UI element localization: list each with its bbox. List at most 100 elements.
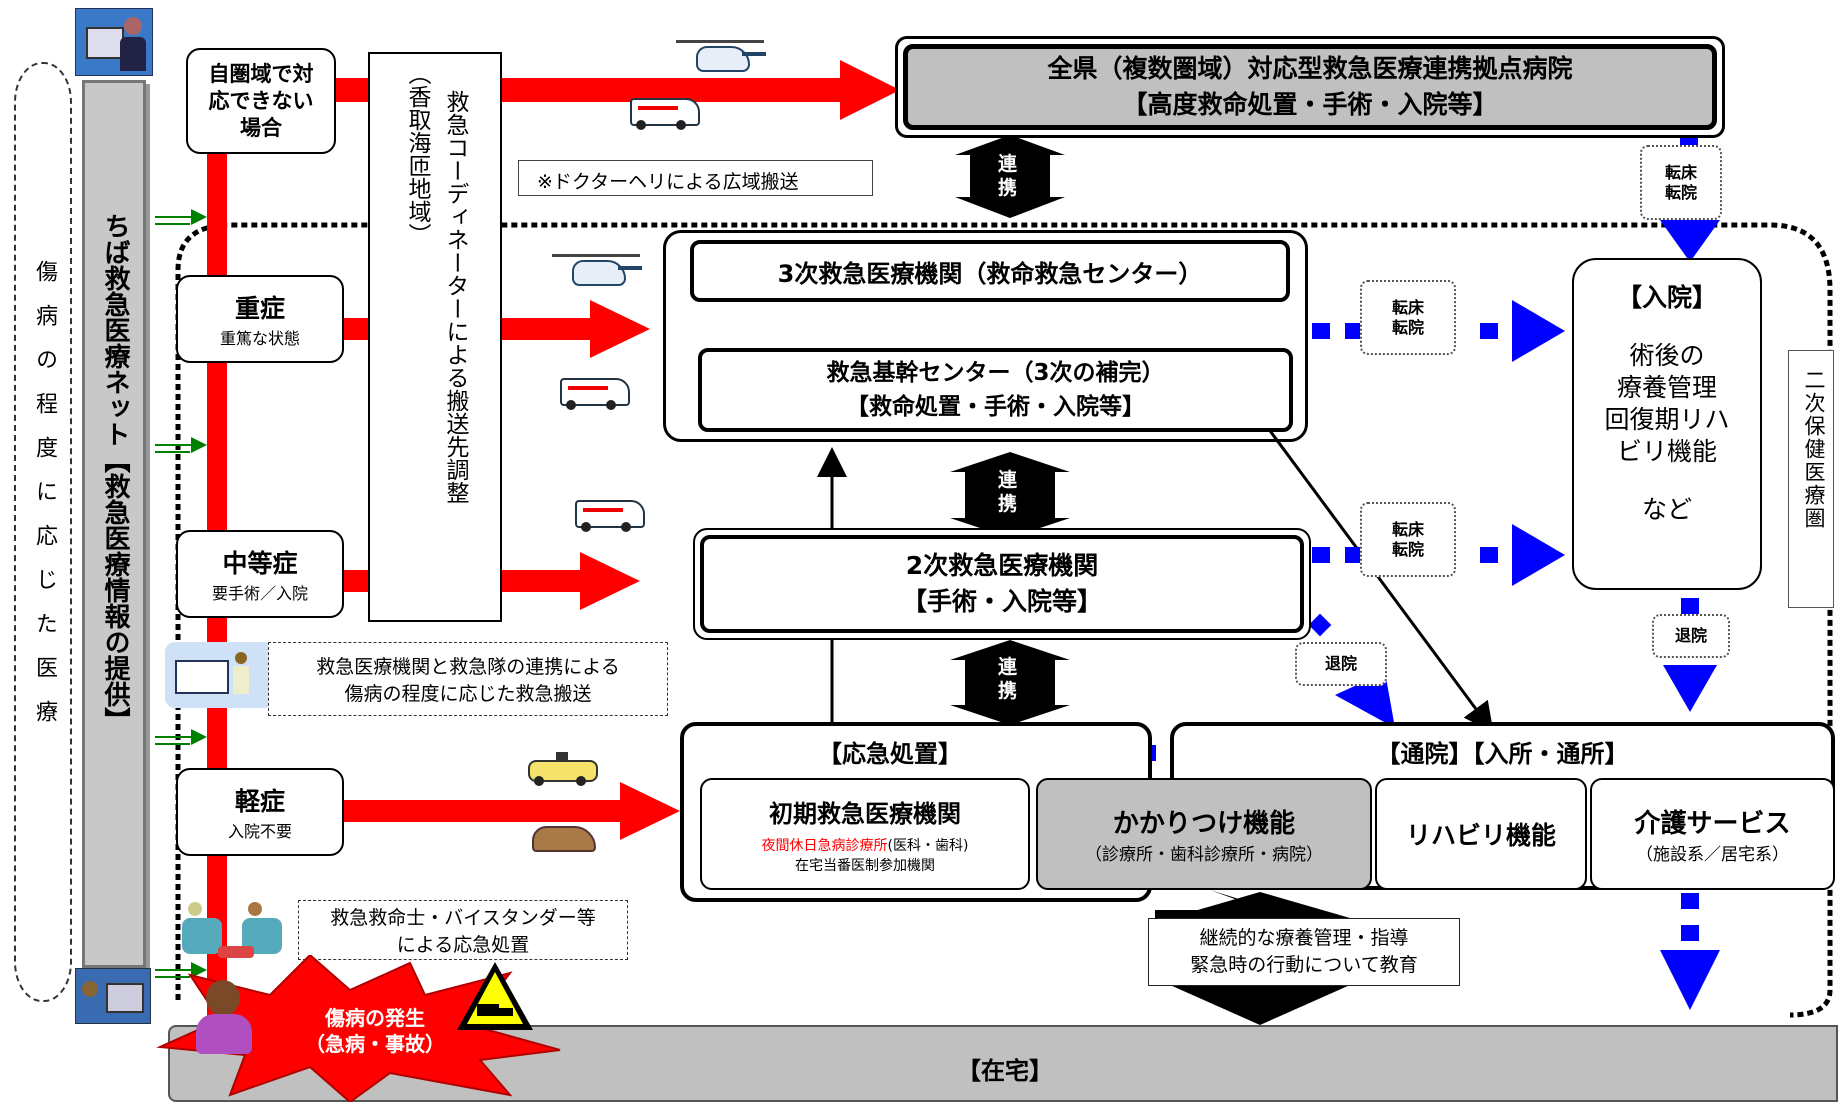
tertiary-title: 3次救急医療機関（救命救急センター） xyxy=(777,259,1203,288)
primary-header: 【応急処置】 xyxy=(818,740,962,768)
transfer-label-top: 転床 転院 xyxy=(1640,145,1722,220)
inpatient-header: 【入院】 xyxy=(1616,283,1717,312)
home-label: 【在宅】 xyxy=(957,1057,1053,1085)
transfer-line: 転床 xyxy=(1664,162,1697,182)
outpatient-header: 【通院】【入所・通所】 xyxy=(1376,740,1629,768)
rehab-box: リハビリ機能 xyxy=(1375,778,1587,890)
severity-title: 軽症 xyxy=(234,787,285,816)
discharge-label: 退院 xyxy=(1295,642,1387,686)
tertiary-group xyxy=(663,230,1308,442)
coordinator-box: 救急コーディネーターによる搬送先調整 （香取海匝地域） xyxy=(368,52,502,622)
severity-title: 中等症 xyxy=(222,549,298,578)
renkei-arrow-low xyxy=(950,640,1070,725)
severity-sub: 要手術／入院 xyxy=(211,584,308,603)
core-center-box: 救急基幹センター（3次の補完） 【救命処置・手術・入院等】 xyxy=(698,348,1293,432)
helicopter-icon xyxy=(672,36,768,74)
blue-arrow-down-1 xyxy=(1660,220,1720,262)
first-aid-icon xyxy=(178,898,298,964)
transfer-line: 転床 xyxy=(1391,519,1424,539)
ambulance-icon xyxy=(575,492,647,532)
inpatient-line: ビリ機能 xyxy=(1616,437,1717,466)
note-line: 救急救命士・バイスタンダー等 xyxy=(330,907,596,929)
primary-sub-red-suffix: (医科・歯科) xyxy=(887,837,969,854)
education-note: 継続的な療養管理・指導 緊急時の行動について教育 xyxy=(1148,918,1460,986)
onset-burst xyxy=(156,955,561,1102)
top-hospital-line2: 【高度救命処置・手術・入院等】 xyxy=(1122,90,1498,119)
renkei-label: 連携 xyxy=(998,469,1018,515)
blue-arrow-right-2 xyxy=(1512,524,1565,586)
area-boundary xyxy=(175,222,1833,1018)
severity-box-moderate: 中等症 要手術／入院 xyxy=(176,530,344,618)
primary-box: 初期救急医療機関 夜間休日急病診療所(医科・歯科) 在宅当番医制参加機関 xyxy=(700,778,1030,890)
pc-user-icon-bottom xyxy=(75,968,151,1024)
onset-text: 傷病の発生 （急病・事故） xyxy=(290,1005,460,1057)
inpatient-line: 療養管理 xyxy=(1616,373,1717,402)
red-arrow-top xyxy=(840,60,900,120)
blue-arrow-down-3 xyxy=(1660,950,1720,1010)
severity-title: 自圏域で対応できない場合 xyxy=(208,61,314,140)
secondary-line1: 2次救急医療機関 xyxy=(905,551,1099,580)
primary-sub2: 在宅当番医制参加機関 xyxy=(795,857,935,874)
renkei-label: 連携 xyxy=(998,656,1018,702)
left-axis xyxy=(14,62,72,1002)
transfer-line: 転床 xyxy=(1391,297,1424,317)
transfer-line: 転院 xyxy=(1664,182,1697,202)
primary-sub-red: 夜間休日急病診療所 xyxy=(761,837,888,854)
core-center-line2: 【救命処置・手術・入院等】 xyxy=(846,394,1145,420)
kakari-title: かかりつけ機能 xyxy=(1112,809,1296,839)
care-box: 介護サービス （施設系／居宅系） xyxy=(1590,778,1835,890)
secondary-box: 2次救急医療機関 【手術・入院等】 xyxy=(700,535,1304,633)
kakari-box: かかりつけ機能 （診療所・歯科診療所・病院） xyxy=(1036,778,1372,890)
note-firstaid: 救急救命士・バイスタンダー等 による応急処置 xyxy=(298,900,628,960)
severity-box-mild: 軽症 入院不要 xyxy=(176,768,344,856)
education-line: 継続的な療養管理・指導 xyxy=(1199,927,1409,949)
heli-note: ※ドクターヘリによる広域搬送 xyxy=(518,160,873,196)
blue-arrow-discharge-1 xyxy=(1335,672,1395,728)
taxi-icon xyxy=(528,752,598,786)
red-arrow-mild xyxy=(620,782,680,840)
note-line: 傷病の程度に応じた救急搬送 xyxy=(344,683,592,705)
inpatient-etc: など xyxy=(1641,495,1692,524)
info-column-label: ちば救急医療ネット【救急医療情報の提供】 xyxy=(100,213,130,733)
primary-title: 初期救急医療機関 xyxy=(769,799,961,828)
onset-line2: （急病・事故） xyxy=(305,1032,445,1056)
severity-sub: 重篤な状態 xyxy=(219,329,300,348)
note-transport: 救急医療機関と救急隊の連携による 傷病の程度に応じた救急搬送 xyxy=(268,642,668,716)
rescue-team-icon xyxy=(165,642,275,708)
note-line: による応急処置 xyxy=(396,934,530,956)
discharge-label: 退院 xyxy=(1652,614,1730,658)
blue-arrow-down-2 xyxy=(1663,665,1717,712)
renkei-label: 連携 xyxy=(998,153,1018,199)
severity-sub: 入院不要 xyxy=(227,822,292,841)
top-hospital: 全県（複数圏域）対応型救急医療連携拠点病院 【高度救命処置・手術・入院等】 xyxy=(895,36,1725,138)
tertiary-box: 3次救急医療機関（救命救急センター） xyxy=(690,240,1290,302)
pc-user-icon-top xyxy=(75,8,153,76)
coordinator-label: 救急コーディネーターによる搬送先調整 xyxy=(442,90,468,504)
blue-arrow-right-1 xyxy=(1512,300,1565,362)
onset-line1: 傷病の発生 xyxy=(325,1006,425,1030)
care-title: 介護サービス xyxy=(1634,809,1791,839)
transfer-label-secondary: 転床 転院 xyxy=(1360,502,1456,577)
kakari-sub: （診療所・歯科診療所・病院） xyxy=(1085,845,1323,865)
severity-title: 重症 xyxy=(234,294,285,323)
rehab-title: リハビリ機能 xyxy=(1405,821,1556,850)
inpatient-line: 術後の xyxy=(1629,341,1705,370)
patient-icon xyxy=(190,980,260,1060)
secondary-area-label: 二次保健医療圏 xyxy=(1802,369,1826,530)
shoe-icon xyxy=(532,826,596,852)
helicopter-icon xyxy=(548,250,644,288)
core-center-line1: 救急基幹センター（3次の補完） xyxy=(826,360,1165,386)
secondary-line2: 【手術・入院等】 xyxy=(901,587,1102,616)
warning-sign-icon xyxy=(457,962,533,1030)
renkei-arrow-mid xyxy=(950,452,1070,538)
note-line: 救急医療機関と救急隊の連携による xyxy=(316,656,620,678)
transfer-line: 転院 xyxy=(1391,539,1424,559)
secondary-area-box: 二次保健医療圏 xyxy=(1788,350,1834,608)
severity-box-out-of-area: 自圏域で対応できない場合 xyxy=(186,48,336,154)
inpatient-box: 【入院】 術後の 療養管理 回復期リハ ビリ機能 など xyxy=(1572,258,1762,590)
left-axis-label: 傷病の程度に応じた医療 xyxy=(32,260,57,744)
red-arrow-severe xyxy=(590,300,650,358)
transfer-label-tertiary: 転床 転院 xyxy=(1360,280,1456,355)
red-arrow-moderate xyxy=(580,552,640,610)
inpatient-line: 回復期リハ xyxy=(1604,405,1730,434)
